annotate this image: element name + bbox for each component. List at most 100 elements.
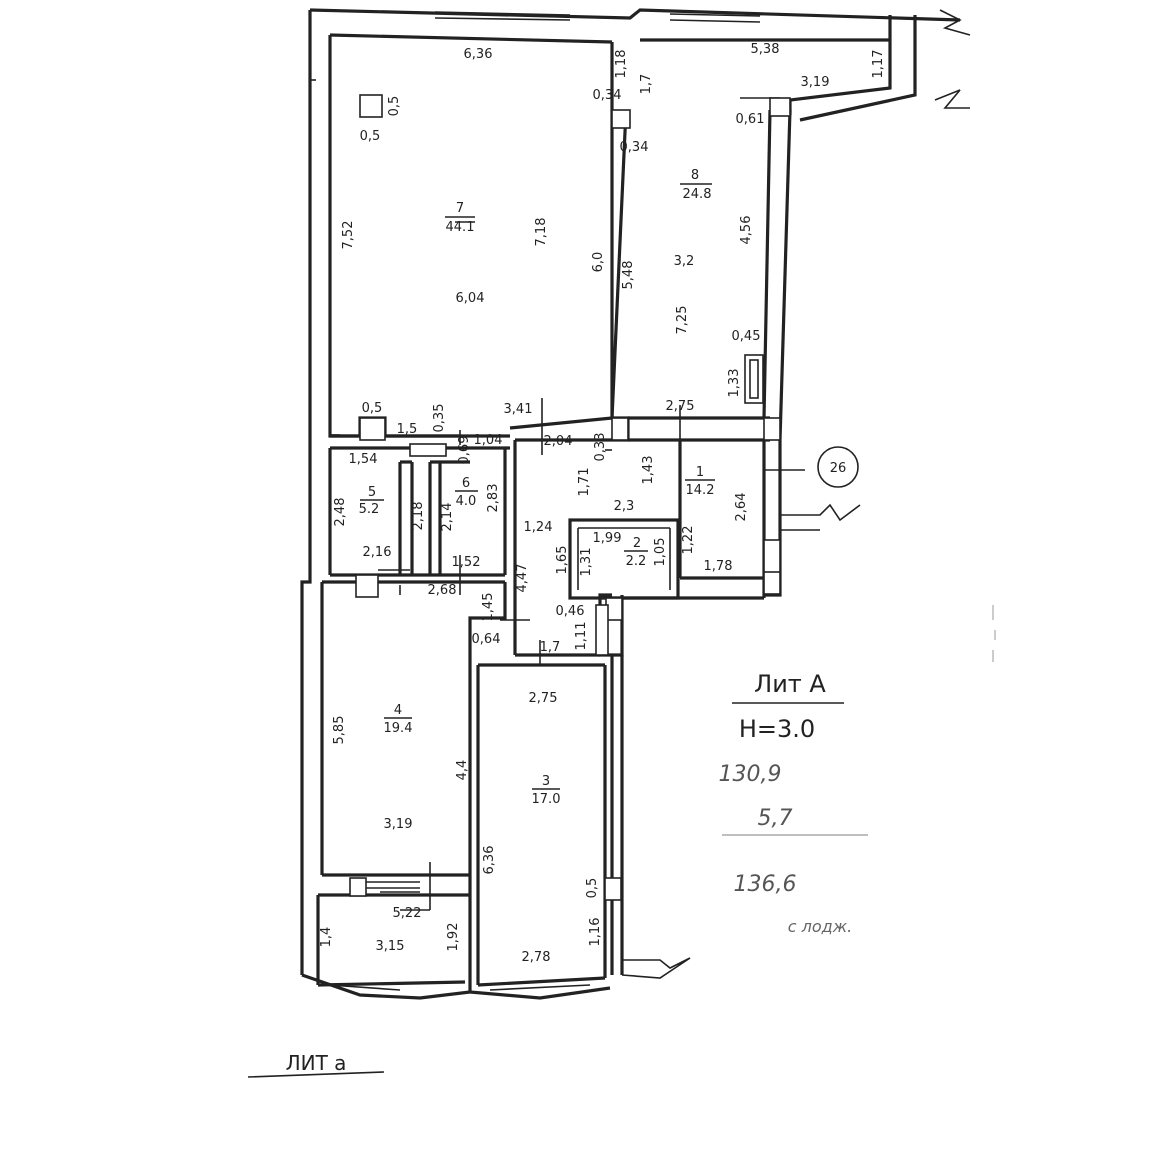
svg-text:1,11: 1,11 [574, 622, 589, 651]
svg-text:0,35: 0,35 [432, 404, 447, 433]
svg-text:1,92: 1,92 [446, 923, 461, 952]
svg-text:0,69: 0,69 [457, 436, 472, 465]
dimension-labels: 6,36 0,5 0,5 7,52 6,04 7,18 1,18 0,34 1,… [319, 42, 886, 965]
svg-text:0,5: 0,5 [585, 878, 600, 899]
svg-text:2,04: 2,04 [544, 434, 573, 449]
svg-text:1,18: 1,18 [614, 50, 629, 79]
svg-text:6: 6 [462, 476, 470, 491]
svg-text:1,31: 1,31 [579, 548, 594, 577]
svg-text:1,04: 1,04 [474, 433, 503, 448]
break-lines [780, 9, 971, 531]
svg-text:6,0: 6,0 [591, 252, 606, 273]
svg-text:2,48: 2,48 [333, 498, 348, 527]
svg-text:4.0: 4.0 [456, 494, 477, 509]
svg-text:24.8: 24.8 [683, 187, 712, 202]
svg-text:19.4: 19.4 [384, 721, 413, 736]
height-label: H=3.0 [739, 715, 815, 743]
svg-text:1,7: 1,7 [639, 74, 654, 95]
svg-text:0,5: 0,5 [360, 129, 381, 144]
svg-text:1,16: 1,16 [588, 918, 603, 947]
svg-text:0,5: 0,5 [387, 96, 402, 117]
svg-text:1: 1 [696, 465, 704, 480]
svg-text:1,05: 1,05 [653, 538, 668, 567]
lit-a-label: Лит А [754, 670, 826, 698]
svg-text:1,54: 1,54 [349, 452, 378, 467]
svg-text:1,43: 1,43 [641, 456, 656, 485]
internal-walls [316, 94, 791, 992]
svg-text:2,14: 2,14 [440, 503, 455, 532]
room-8-label: 824.8 [680, 168, 712, 202]
hand-note: с лодж. [788, 917, 852, 936]
svg-text:1,17: 1,17 [871, 50, 886, 79]
svg-text:7,25: 7,25 [675, 306, 690, 335]
svg-text:5.2: 5.2 [359, 502, 380, 517]
windows [310, 11, 761, 991]
svg-text:14.2: 14.2 [686, 483, 715, 498]
room-labels: 744.1 824.8 55.2 64.0 114.2 22.2 419.4 3… [359, 168, 715, 807]
svg-text:1,33: 1,33 [727, 369, 742, 398]
svg-text:0,46: 0,46 [556, 604, 585, 619]
dimension-ticks [330, 221, 805, 911]
svg-text:2,75: 2,75 [666, 399, 695, 414]
svg-text:1,65: 1,65 [555, 546, 570, 575]
svg-text:2,16: 2,16 [363, 545, 392, 560]
svg-text:1,52: 1,52 [452, 555, 481, 570]
svg-text:2,18: 2,18 [411, 502, 426, 531]
svg-text:2,68: 2,68 [428, 583, 457, 598]
svg-text:0,64: 0,64 [472, 632, 501, 647]
svg-text:5,38: 5,38 [751, 42, 780, 57]
svg-text:4,4: 4,4 [455, 760, 470, 781]
svg-text:2,64: 2,64 [734, 493, 749, 522]
svg-text:4: 4 [394, 703, 402, 718]
svg-text:1,71: 1,71 [577, 468, 592, 497]
svg-text:0,45: 0,45 [732, 329, 761, 344]
svg-text:2,3: 2,3 [614, 499, 635, 514]
svg-text:1,5: 1,5 [397, 422, 418, 437]
svg-text:5,48: 5,48 [621, 261, 636, 290]
svg-text:17.0: 17.0 [532, 792, 561, 807]
hand-area-1: 130,9 [719, 762, 782, 787]
margin-marks [992, 605, 996, 662]
svg-text:6,04: 6,04 [456, 291, 485, 306]
svg-text:1,99: 1,99 [593, 531, 622, 546]
annotations: Лит А H=3.0 130,9 5,7 136,6 с лодж. ЛИТ … [247, 670, 868, 1078]
svg-text:3,15: 3,15 [376, 939, 405, 954]
svg-text:1,78: 1,78 [704, 559, 733, 574]
svg-text:5,22: 5,22 [393, 906, 422, 921]
svg-text:7,18: 7,18 [534, 218, 549, 247]
svg-text:3,19: 3,19 [801, 75, 830, 90]
svg-text:2.2: 2.2 [626, 554, 647, 569]
svg-text:5,85: 5,85 [332, 716, 347, 745]
svg-text:1,7: 1,7 [540, 640, 561, 655]
room-6-label: 64.0 [455, 476, 478, 509]
svg-text:3,41: 3,41 [504, 402, 533, 417]
svg-text:3: 3 [542, 774, 550, 789]
svg-text:1,45: 1,45 [481, 593, 496, 622]
svg-text:3,19: 3,19 [384, 817, 413, 832]
room-1-label: 114.2 [685, 465, 715, 498]
svg-text:2,78: 2,78 [522, 950, 551, 965]
svg-text:4,47: 4,47 [515, 564, 530, 593]
svg-text:2: 2 [633, 536, 641, 551]
hand-area-2: 5,7 [758, 806, 793, 831]
svg-text:2,75: 2,75 [529, 691, 558, 706]
svg-text:44.1: 44.1 [446, 220, 475, 235]
room-5-label: 55.2 [359, 485, 384, 517]
svg-text:3,2: 3,2 [674, 254, 695, 269]
svg-text:0,34: 0,34 [593, 88, 622, 103]
svg-text:5: 5 [368, 485, 376, 500]
svg-text:6,36: 6,36 [482, 846, 497, 875]
svg-text:0,34: 0,34 [620, 140, 649, 155]
room-7-label: 744.1 [445, 201, 475, 235]
svg-text:0,61: 0,61 [736, 112, 765, 127]
svg-text:1,24: 1,24 [524, 520, 553, 535]
room-4-label: 419.4 [384, 703, 413, 736]
svg-text:26: 26 [830, 461, 847, 476]
svg-text:0,5: 0,5 [362, 401, 383, 416]
svg-text:7: 7 [456, 201, 464, 216]
svg-text:0,33: 0,33 [593, 433, 608, 462]
room-3-label: 317.0 [532, 774, 561, 807]
svg-text:6,36: 6,36 [464, 47, 493, 62]
svg-text:4,56: 4,56 [739, 216, 754, 245]
